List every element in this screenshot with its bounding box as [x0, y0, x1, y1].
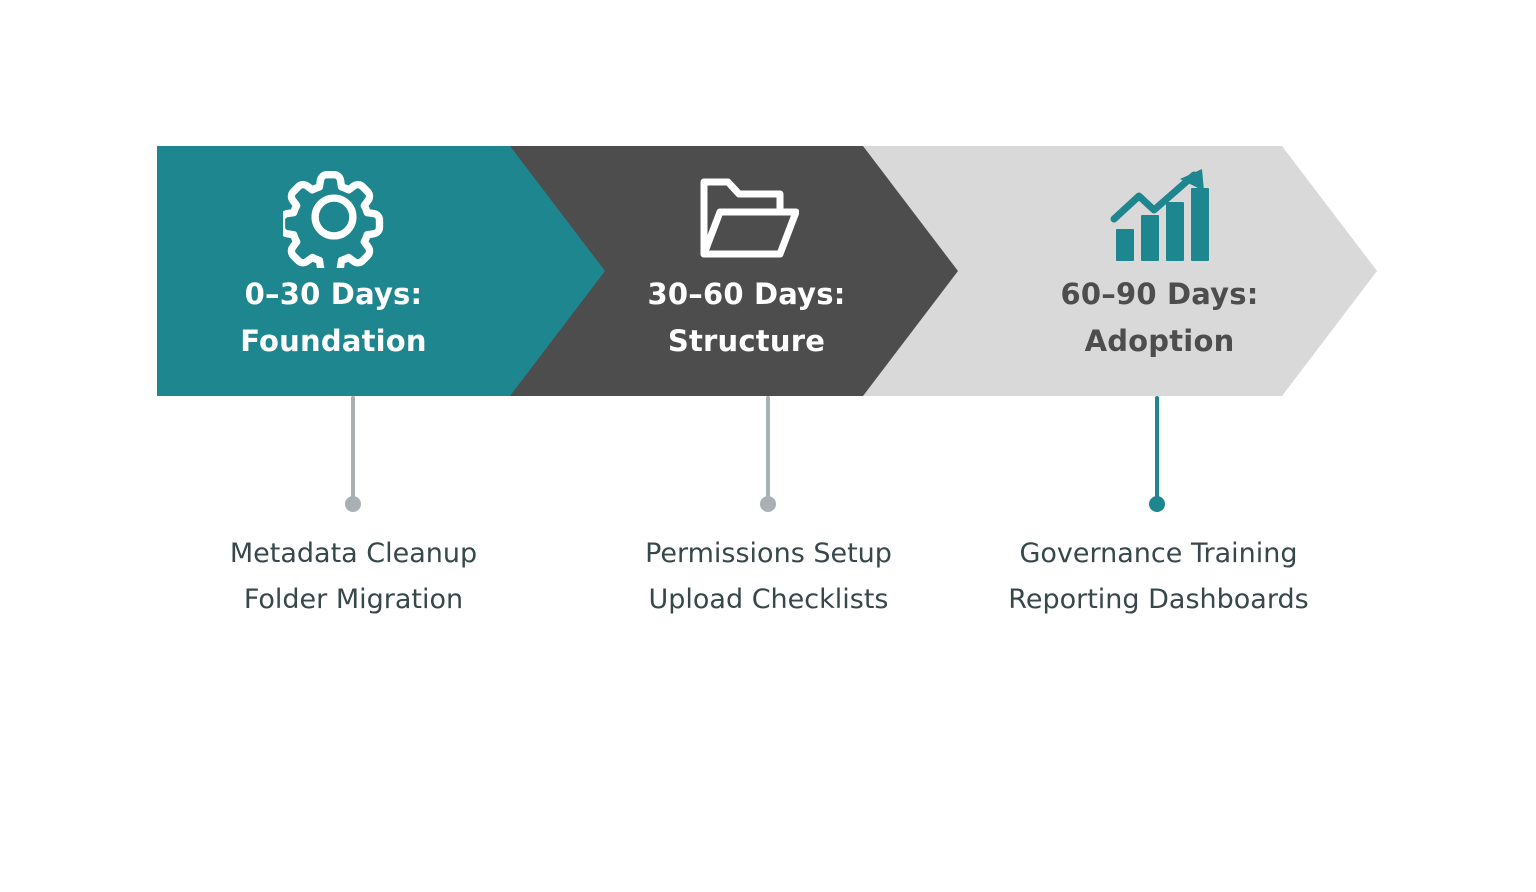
task-list-stage-1: Metadata Cleanup Folder Migration — [229, 538, 478, 615]
connector-dot-stage-2 — [760, 496, 776, 512]
chevron-band: 0–30 Days: Foundation 30–60 Days: Struct… — [157, 146, 1377, 396]
chevron-shape-stage-2 — [510, 146, 958, 396]
task-list-stage-2: Permissions Setup Upload Checklists — [645, 538, 892, 615]
chevron-stage-structure[interactable] — [510, 146, 958, 396]
task-list-stage-3: Governance Training Reporting Dashboards — [1008, 538, 1309, 615]
chevron-stage-adoption[interactable] — [863, 146, 1377, 396]
connector-dot-stage-1 — [345, 496, 361, 512]
chevron-shape-stage-3 — [863, 146, 1377, 396]
connector-dot-stage-3 — [1149, 496, 1165, 512]
connector-line-stage-1 — [351, 396, 355, 504]
chevron-stage-foundation[interactable] — [157, 146, 605, 396]
connector-line-stage-3 — [1155, 396, 1159, 504]
chevron-shape-stage-1 — [157, 146, 605, 396]
connector-line-stage-2 — [766, 396, 770, 504]
